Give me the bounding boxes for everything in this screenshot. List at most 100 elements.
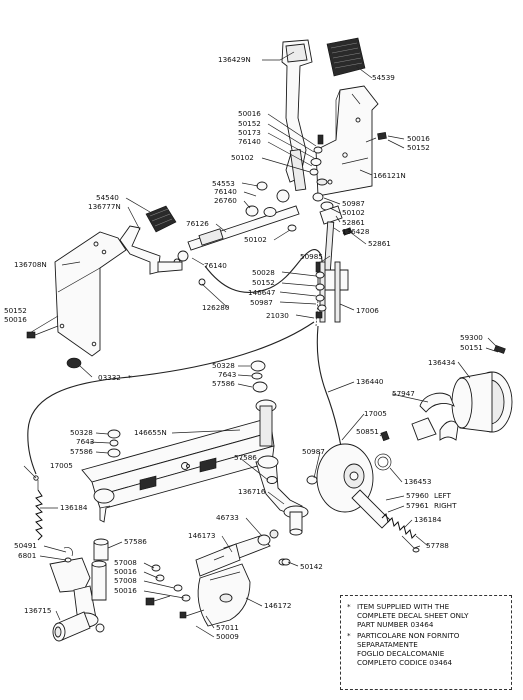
- callout-50009: 50009: [216, 632, 239, 641]
- callout-46733: 46733: [216, 513, 239, 522]
- leader-lines: [23, 51, 499, 638]
- callout-50987: 50987: [302, 447, 325, 456]
- note-bullet: *: [347, 631, 351, 640]
- pedal-pivot-hardware: [309, 134, 328, 186]
- callout-146172: 146172: [264, 601, 291, 610]
- callout-57586: 57586: [234, 453, 257, 462]
- callout-76140: 76140: [238, 137, 261, 146]
- callout-136440: 136440: [356, 377, 384, 386]
- spring-136184-left: [35, 480, 43, 541]
- callout-57960: 57960: [406, 491, 429, 500]
- callout-146655N: 146655N: [134, 428, 167, 437]
- clamp-50142: [281, 558, 291, 566]
- callout-126280: 126280: [202, 303, 230, 312]
- callout-labels: 136429N 54539 50016 50152 50173 76140 50…: [4, 55, 483, 641]
- nut-50851: [380, 430, 390, 442]
- callout-76140: 76140: [214, 187, 237, 196]
- callout-50851: 50851: [356, 427, 379, 436]
- callout-17005: 17005: [50, 461, 73, 470]
- callout-6801: 6801: [18, 551, 36, 560]
- callout-17006: 17006: [356, 306, 379, 315]
- callout-50016: 50016: [4, 315, 27, 324]
- callout-26760: 26760: [214, 196, 237, 205]
- callout-52861: 52861: [342, 218, 365, 227]
- callout-50102: 50102: [231, 153, 254, 162]
- axle-beam-146655N: [81, 399, 277, 523]
- callout-21030: 21030: [266, 311, 289, 320]
- callout-146647: 146647: [248, 288, 275, 297]
- cable-bracket-17006: [315, 261, 349, 323]
- callout-50152: 50152: [252, 278, 275, 287]
- callout-136708N: 136708N: [14, 260, 47, 269]
- callout-50328: 50328: [70, 428, 93, 437]
- callout-50152: 50152: [4, 306, 27, 315]
- note-text-english: ITEM SUPPLIED WITH THE COMPLETE DECAL SH…: [357, 602, 469, 629]
- callout-57586: 57586: [124, 537, 147, 546]
- callout-50028: 50028: [252, 268, 275, 277]
- callout-50328: 50328: [212, 361, 235, 370]
- brake-drum-136434: [451, 345, 513, 433]
- callout-50151: 50151: [460, 343, 483, 352]
- brake-shoe-57947: [411, 392, 459, 441]
- cable-136440: [315, 299, 346, 469]
- callout-7643: 7643: [76, 437, 94, 446]
- callout-54540: 54540: [96, 193, 119, 202]
- callout-17005: 17005: [364, 409, 387, 418]
- callout-76126: 76126: [186, 219, 209, 228]
- callout-57011: 57011: [216, 623, 239, 632]
- bushing-57586-right: [266, 476, 278, 484]
- pedal-shaft-76126: [173, 181, 300, 266]
- callout-50987: 50987: [342, 199, 365, 208]
- callout-136184: 136184: [414, 515, 442, 524]
- side-cover-136708N: [54, 231, 127, 357]
- callout-54539: 54539: [372, 73, 395, 82]
- callout-59300: 59300: [460, 333, 483, 342]
- note-bullet: *: [347, 602, 351, 611]
- pedal-pad-54539: [326, 37, 366, 77]
- note-text-italian: PARTICOLARE NON FORNITO SEPARATAMENTE FO…: [357, 631, 460, 667]
- callout-50491: 50491: [14, 541, 37, 550]
- label-right: RIGHT: [434, 501, 457, 510]
- callout-03332: 03332: [98, 373, 121, 382]
- callout-76140: 76140: [204, 261, 227, 270]
- callout-57961: 57961: [406, 501, 429, 510]
- bracket-146173: [195, 543, 241, 577]
- steering-arm-136716: [255, 455, 309, 536]
- callout-50016: 50016: [114, 567, 137, 576]
- decal-03332: [66, 357, 82, 369]
- brake-backplate: [306, 443, 391, 529]
- callout-57586: 57586: [212, 379, 235, 388]
- callout-50102: 50102: [342, 208, 365, 217]
- bolt-57011: [179, 609, 205, 619]
- left-spindle-136715: [49, 557, 105, 642]
- callout-50173: 50173: [238, 128, 261, 137]
- callout-136716: 136716: [238, 487, 266, 496]
- pedal-bracket: [315, 85, 379, 197]
- callout-50987: 50987: [250, 298, 273, 307]
- kingpin-57586: [91, 538, 109, 601]
- spring-136184-right: [381, 513, 429, 547]
- accelerator-arm-136777N: [119, 225, 183, 275]
- callout-136453: 136453: [404, 477, 431, 486]
- callout-136715: 136715: [24, 606, 51, 615]
- callout-146173: 146173: [188, 531, 215, 540]
- callout-166121N: 166121N: [373, 171, 406, 180]
- callout-50102: 50102: [244, 235, 267, 244]
- callout-57947: 57947: [392, 389, 415, 398]
- callout-50152: 50152: [238, 119, 261, 128]
- callout-7643: 7643: [218, 370, 236, 379]
- hardware-57008-50016: [145, 564, 191, 606]
- washers-left: [107, 429, 121, 458]
- bolt-50016-right: [365, 132, 387, 143]
- bolt-50102-lower: [287, 224, 297, 232]
- clip-50491-6801: [63, 547, 73, 563]
- note-line-english: * ITEM SUPPLIED WITH THE COMPLETE DECAL …: [347, 602, 505, 629]
- callout-52861: 52861: [368, 239, 391, 248]
- callout-136428: 136428: [342, 227, 370, 236]
- spring-136453: [374, 453, 392, 471]
- callout-50985: 50985: [300, 252, 323, 261]
- pin-57788: [401, 535, 420, 553]
- washers-upper: [250, 360, 268, 393]
